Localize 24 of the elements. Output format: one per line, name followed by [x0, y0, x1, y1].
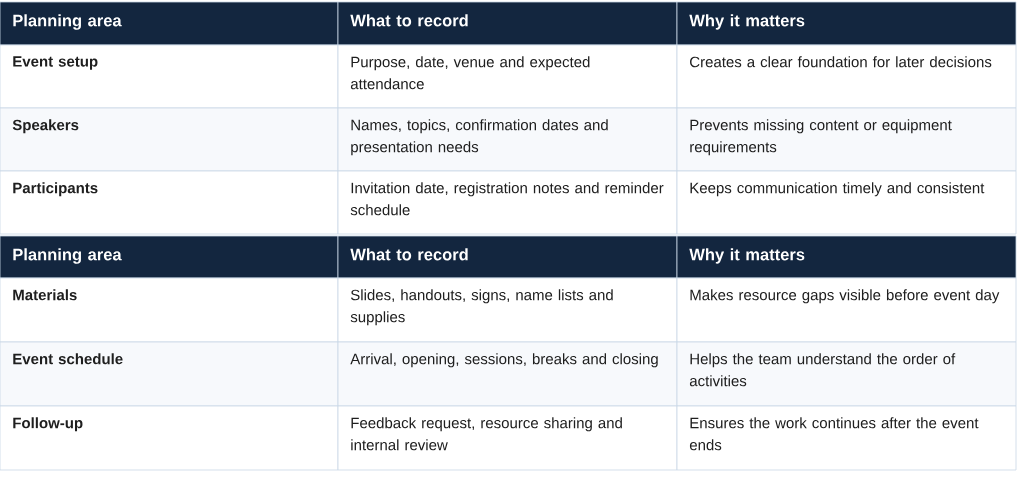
- table-header-cell: Why it matters: [676, 1, 1017, 46]
- table-cell: Ensures the work continues after the event ends: [676, 405, 1017, 471]
- table-cell: Prevents missing content or equipment requirements: [676, 107, 1017, 172]
- table-header-cell: Why it matters: [676, 235, 1017, 279]
- table-cell: Names, topics, confirmation dates and presentation needs: [337, 107, 678, 172]
- table-cell: Invitation date, registration notes and reminder schedule: [337, 170, 678, 235]
- table-cell: Speakers: [0, 107, 339, 172]
- table-cell: Helps the team understand the order of activities: [676, 341, 1017, 407]
- table-cell: Event schedule: [0, 341, 339, 407]
- table-cell: Participants: [0, 170, 339, 235]
- table-cell: Keeps communication timely and consistent: [676, 170, 1017, 235]
- table-header-cell: Planning area: [0, 1, 339, 46]
- table-cell: Arrival, opening, sessions, breaks and closing: [337, 341, 678, 407]
- table-cell: Slides, handouts, signs, name lists and supplies: [337, 277, 678, 343]
- table-cell: Materials: [0, 277, 339, 343]
- table-header-cell: What to record: [337, 235, 678, 279]
- table-header-cell: What to record: [337, 1, 678, 46]
- table-cell: Event setup: [0, 44, 339, 109]
- table-cell: Creates a clear foundation for later decisions: [676, 44, 1017, 109]
- table-header-cell: Planning area: [0, 235, 339, 279]
- table-cell: Makes resource gaps visible before event day: [676, 277, 1017, 343]
- table-cell: Feedback request, resource sharing and internal review: [337, 405, 678, 471]
- table-cell: Follow-up: [0, 405, 339, 471]
- table-cell: Purpose, date, venue and expected attendance: [337, 44, 678, 109]
